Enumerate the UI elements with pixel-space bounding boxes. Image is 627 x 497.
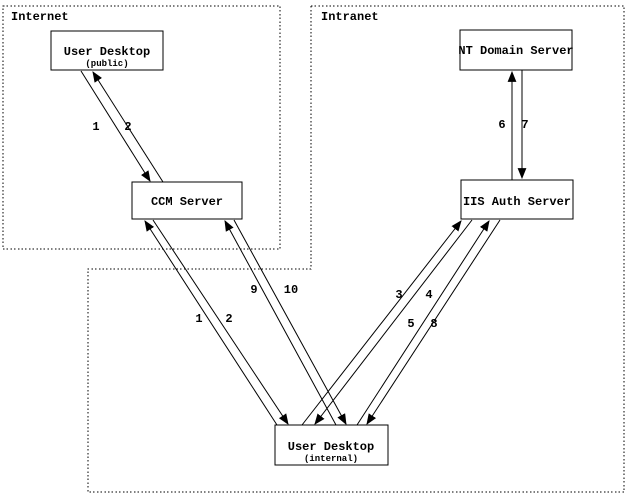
- arrow-1-internal-desktop-to-ccm: [144, 220, 278, 426]
- node-label-ccm-server: CCM Server: [151, 195, 223, 209]
- flow-label-10: 10: [284, 283, 298, 297]
- flow-label-8: 8: [430, 317, 437, 331]
- arrow-1-public-desktop-to-ccm: [80, 70, 151, 182]
- arrow-5-internal-desktop-to-iis: [356, 220, 490, 426]
- node-label-iis-auth-server: IIS Auth Server: [463, 195, 571, 209]
- internet-zone-boundary: [2, 5, 281, 250]
- node-box-ccm-server: [131, 181, 243, 220]
- node-sublabel-user-desktop-internal: (internal): [304, 454, 358, 464]
- node-ccm-server: CCM Server: [131, 181, 243, 220]
- intranet-zone-boundary: [87, 5, 625, 493]
- flow-label-6: 6: [498, 118, 505, 132]
- flow-label-9: 9: [250, 283, 257, 297]
- flow-label-4: 4: [425, 288, 432, 302]
- flow-label-1-public: 1: [92, 120, 99, 134]
- node-label-nt-domain-server: NT Domain Server: [458, 44, 573, 58]
- arrow-9-internal-desktop-to-ccm: [224, 220, 337, 426]
- arrow-2-ccm-to-internal-desktop: [152, 219, 289, 425]
- arrow-3-internal-desktop-to-iis: [301, 220, 462, 426]
- flow-label-7: 7: [521, 118, 528, 132]
- intranet-zone-label: Intranet: [321, 10, 379, 24]
- node-user-desktop-public: User Desktop (public): [50, 30, 164, 71]
- node-user-desktop-internal: User Desktop (internal): [274, 424, 389, 466]
- node-label-user-desktop-internal: User Desktop: [288, 440, 374, 454]
- flow-label-1-internal: 1: [195, 312, 202, 326]
- internet-zone-label: Internet: [11, 10, 69, 24]
- arrow-4-iis-to-internal-desktop: [314, 219, 473, 425]
- flow-label-2-internal: 2: [225, 312, 232, 326]
- node-sublabel-user-desktop-public: (public): [85, 59, 128, 69]
- node-box-user-desktop-internal: [274, 424, 389, 466]
- node-label-user-desktop-public: User Desktop: [64, 45, 150, 59]
- node-box-iis-auth-server: [460, 179, 574, 220]
- arrow-10-ccm-to-internal-desktop: [233, 219, 347, 425]
- node-iis-auth-server: IIS Auth Server: [460, 179, 574, 220]
- node-box-user-desktop-public: [50, 30, 164, 71]
- arrow-8-iis-to-internal-desktop: [366, 219, 501, 425]
- flow-label-2-public: 2: [124, 120, 131, 134]
- node-box-nt-domain-server: [459, 29, 573, 71]
- flow-label-3: 3: [395, 288, 402, 302]
- flow-label-5: 5: [407, 317, 414, 331]
- arrow-2-ccm-to-public-desktop: [92, 71, 164, 183]
- node-nt-domain-server: NT Domain Server: [458, 29, 574, 71]
